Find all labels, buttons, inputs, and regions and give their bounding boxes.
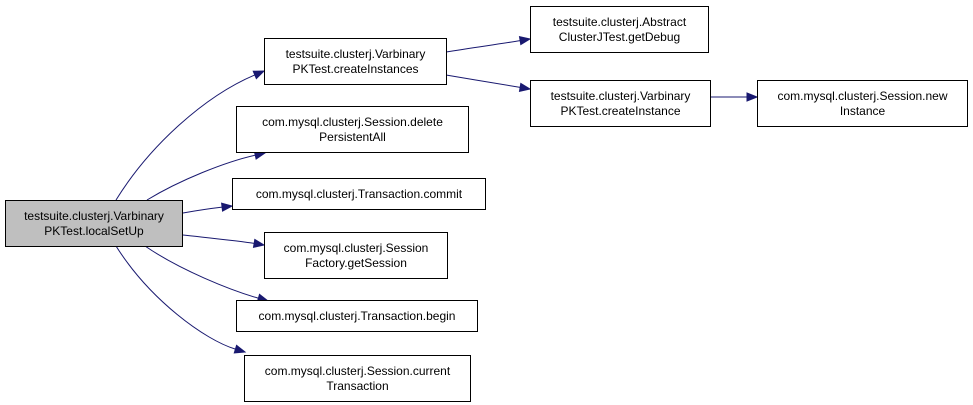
node-box — [530, 6, 709, 53]
node-label-line: com.mysql.clusterj.Session.current — [265, 364, 451, 378]
node-box — [244, 355, 471, 402]
node-getSession[interactable]: com.mysql.clusterj.SessionFactory.getSes… — [264, 232, 448, 279]
edge-line — [182, 206, 223, 214]
edge-line — [115, 245, 236, 350]
node-box — [236, 300, 478, 332]
node-label-line: testsuite.clusterj.Varbinary — [286, 47, 426, 61]
edge-localSetUp-to-commit — [182, 202, 234, 214]
arrowhead — [221, 202, 234, 212]
node-box — [264, 232, 448, 279]
arrowhead — [252, 70, 266, 80]
node-label-line: testsuite.clusterj.Abstract — [553, 15, 687, 29]
node-label-line: com.mysql.clusterj.Transaction.begin — [259, 309, 456, 323]
node-begin[interactable]: com.mysql.clusterj.Transaction.begin — [236, 300, 478, 332]
arrowhead — [518, 82, 532, 92]
arrowhead — [518, 36, 532, 46]
node-label-line: testsuite.clusterj.Varbinary — [551, 89, 691, 103]
node-label-line: com.mysql.clusterj.Session.new — [777, 89, 947, 103]
node-label-line: PersistentAll — [319, 130, 386, 144]
node-box — [530, 80, 711, 127]
arrowhead — [746, 92, 759, 102]
node-commit[interactable]: com.mysql.clusterj.Transaction.commit — [232, 178, 486, 210]
node-label-line: com.mysql.clusterj.Session.delete — [262, 115, 443, 129]
arrowhead — [252, 238, 266, 248]
node-label-line: com.mysql.clusterj.Transaction.commit — [256, 187, 463, 201]
node-box — [236, 106, 469, 153]
node-currentTransaction[interactable]: com.mysql.clusterj.Session.currentTransa… — [244, 355, 471, 402]
edge-line — [144, 245, 259, 299]
edge-localSetUp-to-getSession — [182, 234, 266, 248]
edge-localSetUp-to-createInstances — [115, 70, 266, 201]
node-createInstances[interactable]: testsuite.clusterj.VarbinaryPKTest.creat… — [264, 38, 447, 85]
edge-localSetUp-to-begin — [144, 245, 270, 303]
node-box — [232, 178, 486, 210]
edge-line — [182, 234, 255, 244]
node-getDebug[interactable]: testsuite.clusterj.AbstractClusterJTest.… — [530, 6, 709, 53]
edge-createInstance-to-newInstance — [709, 92, 759, 102]
edge-line — [146, 154, 256, 201]
edge-createInstances-to-createInstance — [445, 74, 532, 92]
nodes-layer: testsuite.clusterj.VarbinaryPKTest.local… — [5, 6, 968, 402]
node-box — [264, 38, 447, 85]
node-label-line: com.mysql.clusterj.Session — [284, 241, 429, 255]
edge-localSetUp-to-currentTransaction — [115, 245, 247, 354]
node-label-line: ClusterJTest.getDebug — [559, 30, 680, 44]
node-box — [757, 80, 968, 127]
arrowhead — [233, 344, 247, 354]
node-createInstance[interactable]: testsuite.clusterj.VarbinaryPKTest.creat… — [530, 80, 711, 127]
edges-layer — [115, 36, 759, 354]
edge-line — [445, 40, 521, 53]
edge-line — [115, 74, 255, 201]
node-label-line: Instance — [840, 104, 886, 118]
node-label-line: PKTest.createInstance — [560, 104, 680, 118]
node-label-line: Transaction — [326, 379, 388, 393]
edge-line — [445, 74, 521, 88]
node-label-line: testsuite.clusterj.Varbinary — [24, 209, 164, 223]
node-box — [5, 200, 183, 247]
node-label-line: PKTest.createInstances — [292, 62, 418, 76]
edge-createInstances-to-getDebug — [445, 36, 532, 53]
node-label-line: PKTest.localSetUp — [44, 224, 144, 238]
node-deletePersistentAll[interactable]: com.mysql.clusterj.Session.deletePersist… — [236, 106, 469, 153]
node-localSetUp[interactable]: testsuite.clusterj.VarbinaryPKTest.local… — [5, 200, 183, 247]
node-label-line: Factory.getSession — [305, 256, 407, 270]
